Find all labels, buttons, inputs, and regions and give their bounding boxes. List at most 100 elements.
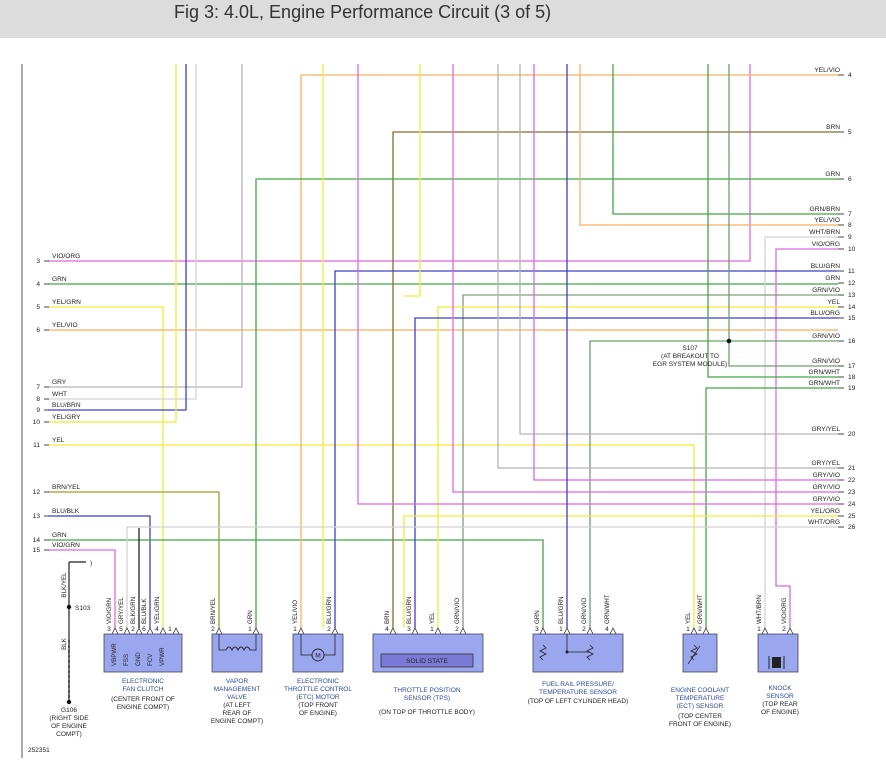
pin-wire-label: BRN <box>384 611 391 624</box>
wire-grn-6 <box>255 178 838 628</box>
pin-connector <box>331 627 339 635</box>
wire-grn-vio-17 <box>728 64 838 367</box>
right-wire-number: 25 <box>848 513 856 520</box>
left-wire-label: GRN <box>52 276 67 283</box>
vmv-sub-line: REAR OF <box>223 710 252 717</box>
pin-wire-label: GRN/VIO <box>581 598 588 624</box>
left-wire-number: 13 <box>33 513 41 520</box>
right-wire-number: 8 <box>848 222 852 229</box>
right-wire-label: GRY/VIO <box>813 472 840 479</box>
right-wire-number: 12 <box>848 280 856 287</box>
right-wire-label: GRN/BRN <box>810 206 841 213</box>
right-wire-number: 16 <box>848 338 856 345</box>
pin-connector <box>146 627 154 635</box>
g106-ground-dot <box>66 699 72 705</box>
wire-yel-gry-10 <box>48 64 177 423</box>
s107-label-line: S107 <box>682 345 698 352</box>
etc-sub-line: (TOP FRONT <box>298 702 338 709</box>
pin-wire-label: VIO/ORG <box>781 597 788 624</box>
right-wire-label: YEL <box>828 299 841 306</box>
piezo-icon <box>772 657 781 668</box>
pin-number: 2 <box>455 626 459 633</box>
coil-lead <box>250 634 257 651</box>
pin-wire-label: VIO/GRN <box>106 598 113 624</box>
right-wire-number: 21 <box>848 465 856 472</box>
pin-connector <box>297 627 305 635</box>
wire-grn-brn-7 <box>612 64 838 215</box>
wire-blu-brn-9 <box>48 64 187 411</box>
etc-caption-line: (ETC) MOTOR <box>296 694 340 701</box>
pin-number: 1 <box>757 626 761 633</box>
pin-connector <box>172 627 180 635</box>
pin-wire-label: WHT/BRN <box>756 595 763 624</box>
pin-connector <box>411 627 419 635</box>
ect-sub-line: FRONT OF ENGINE) <box>669 721 731 728</box>
wire-yel-11 <box>48 444 695 628</box>
left-wire-label: YEL <box>52 437 65 444</box>
connector-symbol: ) <box>90 560 92 567</box>
vmv-caption-line: VAPOR <box>226 678 249 685</box>
s103-splice-dot <box>66 604 72 610</box>
vmv-sub-line: ENGINE COMPT) <box>211 718 263 725</box>
resistor-icon <box>539 644 547 661</box>
s107-label-line: EGR SYSTEM MODULE) <box>653 361 727 368</box>
wire-gry-vio-24 <box>357 64 838 505</box>
pin-connector <box>690 627 698 635</box>
left-wire-label: BLU/BRN <box>52 402 81 409</box>
right-wire-label: GRN <box>825 275 840 282</box>
pin-connector <box>389 627 397 635</box>
left-wire-number: 6 <box>36 327 40 334</box>
right-wire-number: 6 <box>848 176 852 183</box>
pin-number: 2 <box>327 626 331 633</box>
wire-wht-8 <box>48 64 197 400</box>
pin-number: 4 <box>605 626 609 633</box>
pin-number: 6 <box>142 626 146 633</box>
left-wire-label: GRN <box>52 532 67 539</box>
wire-yel-14 <box>437 306 838 628</box>
right-wire-label: GRN/VIO <box>812 287 840 294</box>
pin-wire-label: BLK/GRN <box>130 597 137 624</box>
left-wire-label: WHT <box>52 391 67 398</box>
wire-grn-wht-18 <box>707 64 838 378</box>
left-wire-number: 15 <box>33 547 41 554</box>
right-wire-number: 26 <box>848 524 856 531</box>
wire-blu-blk-13 <box>48 515 151 628</box>
pin-wire-label: GRN/WHT <box>604 594 611 624</box>
pin-wire-label: YEL/GRN <box>154 597 161 624</box>
wire-gry-yel-20 <box>519 64 838 435</box>
pin-wire-label: BRN/YEL <box>210 597 217 624</box>
g106-label-line: (RIGHT SIDE <box>49 715 89 722</box>
right-wire-label: YEL/VIO <box>814 217 840 224</box>
fan-sub-line: (CENTER FRONT OF <box>111 696 175 703</box>
etc-caption-line: THROTTLE CONTROL <box>284 686 352 693</box>
pin-wire-label: YEL/VIO <box>292 600 299 624</box>
right-wire-label: GRN/WHT <box>809 380 841 387</box>
left-wire-number: 12 <box>33 489 41 496</box>
pin-connector <box>761 627 769 635</box>
pin-number: 5 <box>119 626 123 633</box>
wire-layer <box>21 64 838 758</box>
frp-caption-line: TEMPERATURE SENSOR <box>539 689 617 696</box>
pin-wire-label: BLU/BLK <box>141 598 148 624</box>
blk-yel-label: BLK/YEL <box>61 572 68 598</box>
fan-pin-function: FCV <box>147 653 154 666</box>
pin-number: 2 <box>782 626 786 633</box>
right-wire-label: GRY/VIO <box>813 496 840 503</box>
figure-title: Fig 3: 4.0L, Engine Performance Circuit … <box>174 2 552 22</box>
left-wire-label: GRY <box>52 379 67 386</box>
pin-number: 2 <box>211 626 215 633</box>
right-wire-number: 24 <box>848 501 856 508</box>
resistor-icon <box>586 644 594 661</box>
motor-lead <box>324 634 336 656</box>
right-wire-label: BRN <box>826 124 840 131</box>
pin-wire-label: BLU/GRN <box>406 596 413 624</box>
right-wire-label: GRN/VIO <box>812 358 840 365</box>
right-wire-number: 11 <box>848 268 855 275</box>
right-wire-label: WHT/BRN <box>809 229 840 236</box>
pin-number: 1 <box>293 626 297 633</box>
figure-id: 252351 <box>28 747 50 754</box>
wire-vio-org-3 <box>48 64 751 262</box>
frp-sensor-box <box>532 633 624 673</box>
fan-caption-line: FAN CLUTCH <box>123 686 164 693</box>
fan-sub-line: ENGINE COMPT) <box>117 704 169 711</box>
